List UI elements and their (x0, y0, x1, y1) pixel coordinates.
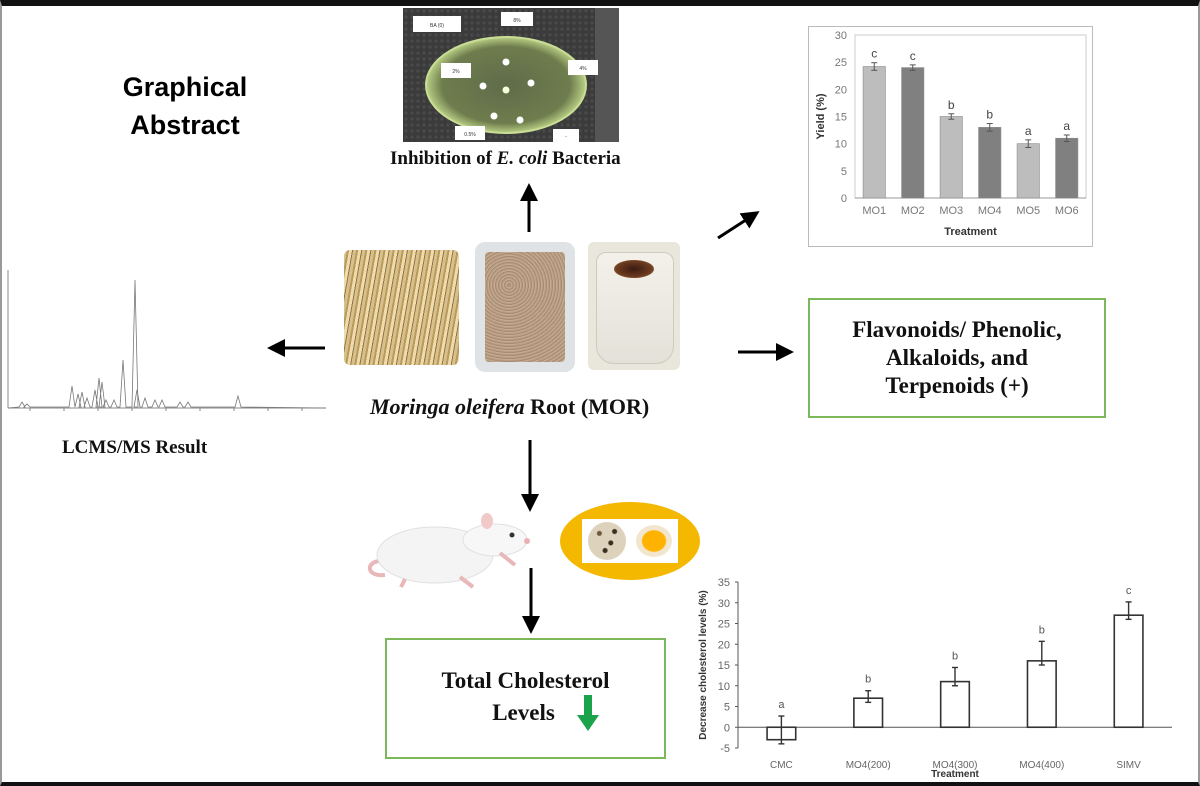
y-tick-label: 15 (835, 112, 847, 124)
cholesterol-line-2-row: Levels (492, 694, 599, 731)
graphical-abstract-title: Graphical Abstract (80, 68, 290, 144)
significance-letter: a (1063, 119, 1070, 133)
x-axis-label: Treatment (931, 769, 979, 780)
caption-species: E. coli (496, 148, 548, 169)
lcms-trace (7, 279, 327, 409)
rat-image (368, 513, 530, 589)
cholesterol-line-1: Total Cholesterol (441, 667, 610, 693)
speckled-egg (588, 522, 626, 560)
bar (1026, 660, 1057, 729)
significance-letter: c (910, 49, 916, 63)
bar (939, 680, 971, 729)
arrow-to-yield-chart (717, 211, 760, 240)
plate-label: BA (0) (430, 23, 444, 29)
y-tick-label: 10 (718, 681, 730, 693)
significance-letter: a (1025, 124, 1032, 138)
inhibition-caption: Inhibition of E. coli Bacteria (390, 148, 660, 170)
egg-photo-frame (582, 519, 678, 563)
cholesterol-line-2: Levels (492, 699, 555, 725)
x-tick-label: MO1 (862, 205, 886, 217)
bar (1113, 614, 1144, 729)
petri-dish-photo: BA (0) 8% 2% 4% 0.5% - (403, 8, 619, 142)
significance-letter: b (865, 674, 871, 686)
x-tick-label: MO6 (1055, 205, 1079, 217)
phyto-line-3: Terpenoids (+) (885, 373, 1029, 398)
x-tick-label: MO5 (1016, 205, 1040, 217)
x-tick-label: MO4(300) (932, 760, 977, 771)
mor-label: Moringa oleifera Root (MOR) (370, 394, 649, 420)
plate-label: 4% (579, 66, 587, 72)
y-tick-label: 15 (718, 660, 730, 672)
significance-letter: a (778, 699, 785, 711)
dried-roots-photo (344, 250, 459, 365)
plate-label: - (565, 134, 567, 140)
x-tick-label: MO2 (901, 205, 925, 217)
y-tick-label: 0 (724, 722, 730, 734)
y-tick-label: 10 (835, 139, 847, 151)
y-axis-label: Yield (%) (815, 93, 827, 139)
powder-fill (485, 252, 565, 362)
phyto-line-1: Flavonoids/ Phenolic, (852, 317, 1062, 342)
y-tick-label: 25 (718, 619, 730, 631)
y-tick-label: 25 (835, 57, 847, 69)
significance-letter: b (986, 108, 993, 122)
x-tick-label: MO4 (978, 205, 1002, 217)
caption-text: Bacteria (547, 148, 621, 169)
y-tick-label: 30 (718, 598, 730, 610)
significance-letter: b (1039, 624, 1045, 636)
down-arrow-icon (576, 694, 599, 731)
significance-letter: c (871, 47, 877, 61)
phyto-line-2: Alkaloids, and (886, 345, 1028, 370)
quail-egg-image (560, 502, 700, 580)
extract-residue (614, 260, 654, 278)
lcms-chromatogram (7, 270, 327, 411)
caption-text: Inhibition of (390, 148, 497, 169)
cracked-egg-yolk (636, 525, 672, 557)
y-tick-label: 5 (724, 702, 730, 714)
x-tick-label: SIMV (1116, 760, 1141, 771)
y-tick-label: 0 (841, 193, 847, 205)
plate-label: 0.5% (464, 132, 476, 138)
title-line-1: Graphical (122, 72, 248, 102)
x-tick-label: MO4(200) (846, 760, 891, 771)
y-tick-label: 20 (835, 84, 847, 96)
mor-label-species: Moringa oleifera (370, 394, 525, 419)
y-tick-label: -5 (720, 743, 730, 755)
y-tick-label: 35 (718, 577, 730, 589)
x-tick-label: MO4(400) (1019, 760, 1064, 771)
y-axis-label: Decrease cholesterol levels (%) (698, 590, 709, 740)
x-axis-label: Treatment (944, 226, 997, 238)
mor-label-rest: Root (MOR) (524, 394, 650, 419)
plate-label: 2% (452, 69, 460, 75)
total-cholesterol-box: Total Cholesterol Levels (385, 638, 666, 759)
extract-jar-photo (588, 242, 680, 370)
x-tick-label: CMC (770, 760, 793, 771)
title-line-2: Abstract (130, 110, 240, 140)
y-tick-label: 20 (718, 639, 730, 651)
significance-letter: b (952, 650, 958, 662)
y-tick-label: 30 (835, 30, 847, 42)
significance-letter: c (1126, 585, 1132, 597)
root-powder-bag-photo (475, 242, 575, 372)
x-tick-label: MO3 (939, 205, 963, 217)
phytochemicals-box: Flavonoids/ Phenolic, Alkaloids, and Ter… (808, 298, 1106, 418)
y-tick-label: 5 (841, 166, 847, 178)
significance-letter: b (948, 98, 955, 112)
lcms-caption: LCMS/MS Result (62, 437, 208, 458)
plate-label: 8% (513, 18, 521, 24)
